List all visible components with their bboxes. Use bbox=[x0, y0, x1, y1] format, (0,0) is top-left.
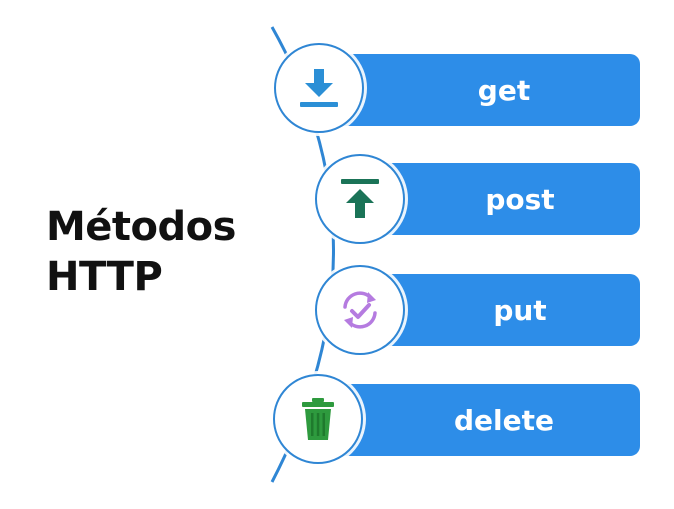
method-icon-circle-get bbox=[274, 43, 364, 133]
title-line-1: Métodos bbox=[46, 204, 236, 250]
method-icon-circle-delete bbox=[273, 374, 363, 464]
diagram-title: Métodos HTTP bbox=[46, 202, 236, 302]
method-bar-get: get bbox=[318, 54, 640, 126]
method-label-post: post bbox=[485, 182, 555, 216]
method-icon-circle-put bbox=[315, 265, 405, 355]
sync-check-icon bbox=[343, 291, 377, 329]
method-bar-put: put bbox=[360, 274, 640, 346]
method-label-get: get bbox=[477, 73, 531, 107]
method-label-put: put bbox=[493, 293, 547, 327]
method-bar-delete: delete bbox=[318, 384, 640, 456]
method-bar-post: post bbox=[360, 163, 640, 235]
trash-icon bbox=[302, 398, 334, 440]
download-icon bbox=[300, 69, 338, 107]
upload-icon bbox=[341, 179, 379, 218]
title-line-2: HTTP bbox=[46, 254, 163, 300]
method-label-delete: delete bbox=[454, 403, 554, 437]
method-icon-circle-post bbox=[315, 154, 405, 244]
